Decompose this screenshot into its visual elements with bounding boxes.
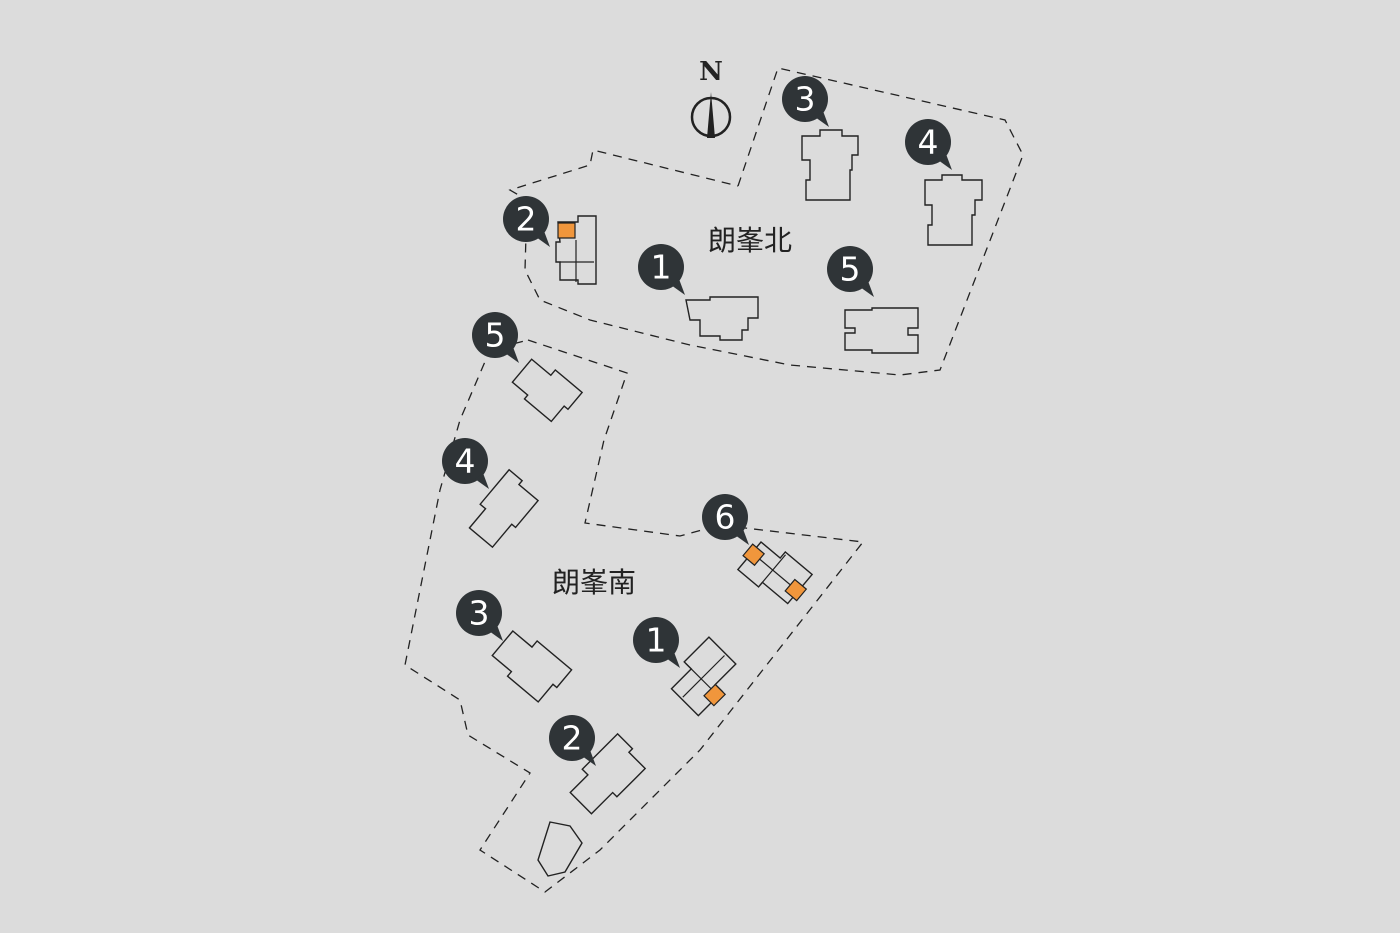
marker-south-4[interactable]: 4	[442, 438, 489, 489]
svg-text:2: 2	[562, 719, 583, 758]
zone-label-south: 朗峯南	[552, 566, 636, 599]
zone-label-north: 朗峯北	[708, 224, 792, 257]
building-south-3[interactable]	[488, 625, 573, 705]
svg-text:2: 2	[516, 200, 537, 239]
marker-south-2[interactable]: 2	[549, 715, 596, 766]
building-north-5[interactable]	[844, 307, 919, 354]
south-zone-boundary	[404, 339, 865, 893]
building-north-2[interactable]	[555, 215, 597, 285]
marker-south-6[interactable]: 6	[702, 494, 749, 545]
marker-north-1[interactable]: 1	[638, 244, 685, 295]
marker-north-5[interactable]: 5	[827, 246, 874, 297]
clubhouse-building[interactable]	[537, 821, 583, 877]
compass-label: N	[699, 57, 723, 87]
building-south-4[interactable]	[464, 468, 541, 551]
building-north-1[interactable]	[685, 296, 759, 341]
marker-north-4[interactable]: 4	[905, 119, 952, 170]
north-zone-boundary	[508, 67, 1024, 376]
svg-text:5: 5	[485, 316, 506, 355]
svg-text:6: 6	[715, 498, 736, 537]
building-north-4[interactable]	[924, 174, 983, 246]
building-north-3[interactable]	[801, 129, 859, 201]
svg-text:5: 5	[840, 250, 861, 289]
building-south-6[interactable]	[734, 533, 816, 612]
svg-text:1: 1	[651, 248, 672, 287]
svg-text:4: 4	[455, 442, 476, 481]
building-south-2[interactable]	[565, 732, 649, 818]
svg-text:1: 1	[646, 621, 667, 660]
marker-south-5[interactable]: 5	[472, 312, 519, 363]
svg-text:3: 3	[469, 594, 490, 633]
building-south-5[interactable]	[509, 354, 584, 425]
marker-north-3[interactable]: 3	[782, 76, 829, 127]
svg-text:3: 3	[795, 80, 816, 119]
building-south-1[interactable]	[664, 636, 745, 718]
svg-text:4: 4	[918, 123, 939, 162]
marker-south-3[interactable]: 3	[456, 590, 503, 641]
marker-north-2[interactable]: 2	[503, 196, 550, 247]
north-arrow-icon: N	[690, 57, 732, 138]
marker-south-1[interactable]: 1	[633, 617, 680, 668]
